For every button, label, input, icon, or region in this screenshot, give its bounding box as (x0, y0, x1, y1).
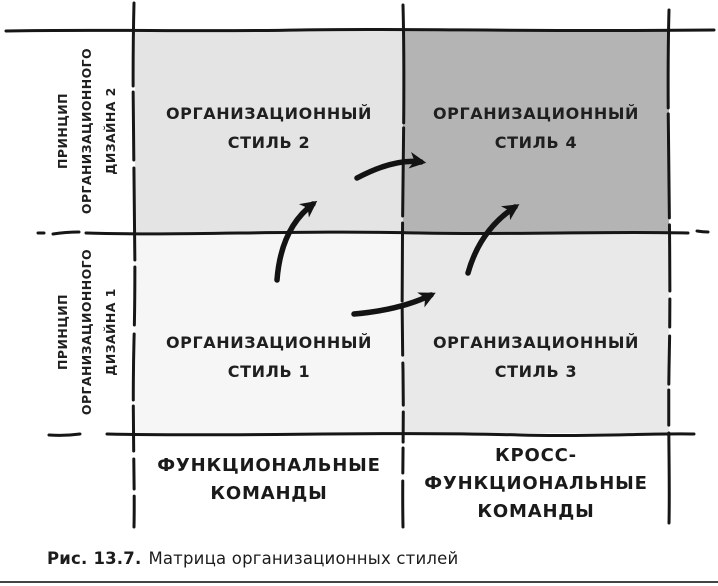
x-axis-label-line: ФУНКЦИОНАЛЬНЫЕ (157, 455, 381, 476)
y-axis-label-line: ОРГАНИЗАЦИОННОГО (79, 248, 94, 416)
grid-line-bottom-horizontal (47, 432, 696, 438)
grid-line-right-vertical (666, 8, 672, 525)
y-axis-label-line: ДИЗАЙНА 1 (103, 288, 118, 376)
quadrant-label-line: СТИЛЬ 2 (227, 133, 311, 152)
grid-line-center-vertical (400, 3, 406, 529)
figure-caption: Рис. 13.7. Матрица организационных стилей (47, 549, 458, 568)
x-axis-label-line: КРОСС- (495, 445, 577, 466)
quadrant-label-style2: ОРГАНИЗАЦИОННЫЙ СТИЛЬ 2 (135, 99, 403, 157)
arrow-style1-to-style2 (274, 200, 318, 283)
quadrant-style3-fill (403, 232, 669, 433)
quadrant-style4-fill (403, 31, 669, 232)
quadrant-label-line: ОРГАНИЗАЦИОННЫЙ (165, 333, 373, 352)
quadrant-label-line: ОРГАНИЗАЦИОННЫЙ (432, 333, 640, 352)
quadrant-style2-fill (135, 31, 403, 232)
page-divider (0, 581, 718, 583)
quadrant-style1-fill (135, 232, 403, 433)
x-axis-label-line: ФУНКЦИОНАЛЬНЫЕ (424, 473, 648, 494)
quadrant-label-line: ОРГАНИЗАЦИОННЫЙ (165, 104, 373, 123)
x-axis-label-line: КОМАНДЫ (210, 483, 328, 504)
x-axis-label-cross-functional-teams: КРОСС- ФУНКЦИОНАЛЬНЫЕ КОМАНДЫ (403, 442, 669, 526)
arrow-style2-to-style4 (354, 152, 427, 181)
x-axis-label-line: КОМАНДЫ (477, 501, 595, 522)
x-axis-label-functional-teams: ФУНКЦИОНАЛЬНЫЕ КОМАНДЫ (135, 452, 403, 508)
quadrant-label-style3: ОРГАНИЗАЦИОННЫЙ СТИЛЬ 3 (403, 328, 669, 386)
quadrant-label-style4: ОРГАНИЗАЦИОННЫЙ СТИЛЬ 4 (403, 99, 669, 157)
y-axis-label-line: ПРИНЦИП (55, 294, 70, 370)
y-axis-label-design-principle-1: ПРИНЦИП ОРГАНИЗАЦИОННОГО ДИЗАЙНА 1 (51, 212, 123, 452)
figure-caption-text: Матрица организационных стилей (148, 549, 459, 568)
arrow-style1-to-style3 (351, 292, 436, 317)
quadrant-label-style1: ОРГАНИЗАЦИОННЫЙ СТИЛЬ 1 (135, 328, 403, 386)
grid-line-middle-horizontal (36, 229, 710, 236)
quadrant-label-line: СТИЛЬ 3 (494, 362, 578, 381)
arrow-style3-to-style4 (465, 204, 520, 276)
figure-caption-number: Рис. 13.7. (47, 549, 142, 568)
quadrant-label-line: СТИЛЬ 4 (494, 133, 578, 152)
grid-line-left-vertical (131, 1, 137, 529)
quadrant-label-line: ОРГАНИЗАЦИОННЫЙ (432, 104, 640, 123)
grid-line-top-horizontal (4, 27, 716, 33)
quadrant-label-line: СТИЛЬ 1 (227, 362, 311, 381)
